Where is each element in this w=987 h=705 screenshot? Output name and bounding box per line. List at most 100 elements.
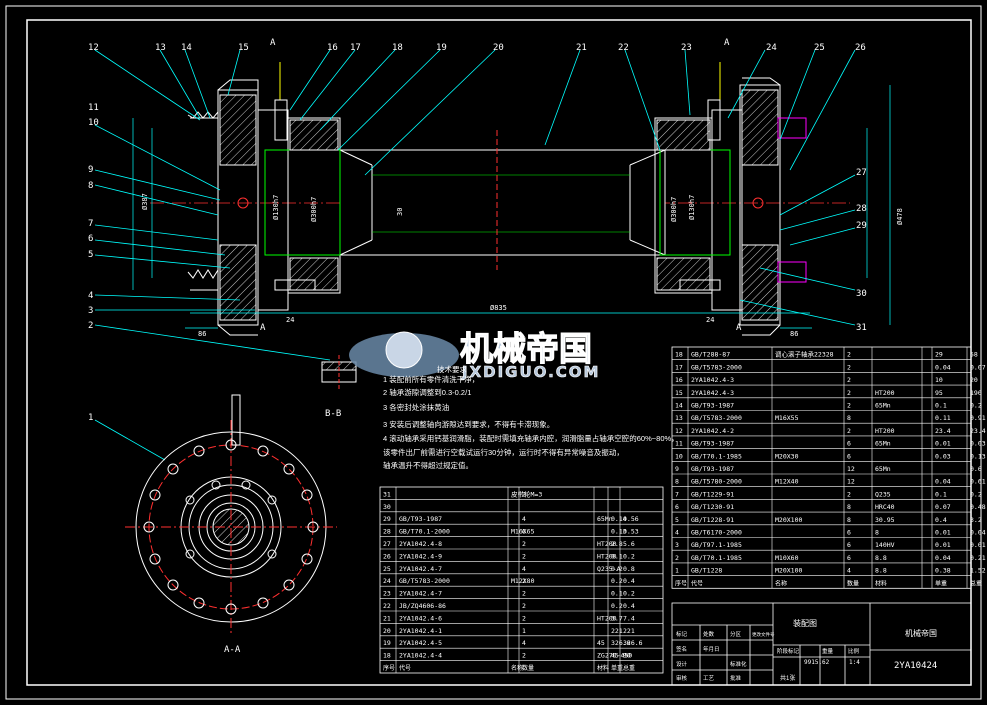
balloon-22: 22 [618, 43, 629, 53]
bom-left-cell: 4 [522, 565, 526, 573]
section-mark-a-bottom-left: A [260, 323, 266, 333]
bom-right-cell: 0.21 [970, 554, 986, 562]
balloon-13: 13 [155, 43, 166, 53]
balloon-24: 24 [766, 43, 777, 53]
bom-right-cell: GB/T1229-91 [691, 490, 734, 498]
title-label-review: 审核 [676, 674, 688, 682]
bom-left-cell: 5.6 [623, 540, 635, 548]
bom-right-cell: 0.04 [935, 554, 951, 562]
bom-right-cell: 12 [675, 427, 683, 435]
balloon-1: 1 [88, 413, 93, 423]
bom-right-cell: 1 [675, 567, 679, 575]
bom-right-cell: 0.38 [935, 567, 951, 575]
bom-left-cell: 2YA1042.4-1 [399, 627, 442, 635]
bom-right-cell: 6 [847, 529, 851, 537]
shaft [339, 130, 666, 270]
bom-left-cell: 326.6 [623, 639, 643, 647]
bom-left-cell: 29 [383, 515, 391, 523]
bom-right-cell: 0.61 [970, 478, 986, 486]
notes-line-2: 2 轴承游隙调整到0.3-0.2/1 [383, 387, 471, 397]
bom-right-cell: 15 [675, 389, 683, 397]
bom-left-cell: 0.56 [623, 515, 639, 523]
bom-right-cell: 8 [847, 516, 851, 524]
bom-left-cell: M16X65 [511, 528, 535, 536]
bom-right-cell: 6 [847, 554, 851, 562]
bom-right-cell: 0.91 [970, 414, 986, 422]
technical-notes: 技术要求 1 装配前所有零件清洗干净， 2 轴承游隙调整到0.3-0.2/1 3… [383, 364, 679, 470]
bom-right-cell: 2YA1042.4-2 [691, 427, 734, 435]
bom-left-cell: 2YA1042.4-8 [399, 540, 442, 548]
balloon-14: 14 [181, 43, 192, 53]
balloon-29: 29 [856, 221, 867, 231]
watermark-url: JXDIGUO.COM [461, 363, 600, 381]
bom-right-cell: 0.07 [935, 503, 951, 511]
bom-left-cell: HT200 [597, 614, 617, 622]
bom-left-cell: M12X80 [511, 577, 535, 585]
balloon-19: 19 [436, 43, 447, 53]
bom-left-cell: 326.6 [611, 639, 631, 647]
bom-right-cell: 2 [847, 402, 851, 410]
title-label-process: 工艺 [703, 675, 715, 682]
bom-right-cell: 9 [675, 465, 679, 473]
section-bb-title: B-B [325, 409, 341, 419]
dim-bearing-right: Ø300h7 [670, 197, 678, 222]
bom-right-cell: 6 [847, 440, 851, 448]
bom-right-cell: 0.1 [935, 490, 947, 498]
bom-right-cell: 3 [675, 541, 679, 549]
bom-right-cell: GB/T93-1987 [691, 440, 734, 448]
bom-right-cell: 0.2 [970, 490, 982, 498]
bom-right-cell: Q235 [875, 490, 891, 498]
bom-left-cell: 2 [522, 602, 526, 610]
title-label-stage: 阶段标记 [777, 647, 800, 655]
bom-right-cell: HRC40 [875, 503, 895, 511]
title-label-signature: 签名 [676, 645, 687, 653]
balloon-26: 26 [855, 43, 866, 53]
dim-left-bore: Ø387 [141, 193, 149, 210]
title-block [671, 602, 972, 686]
bom-left-cell: 0.4 [623, 577, 635, 585]
dimension-lines [132, 85, 891, 329]
notes-line-1: 1 装配前所有零件清洗干净， [383, 374, 479, 384]
balloon-3: 3 [88, 306, 93, 316]
balloon-18: 18 [392, 43, 403, 53]
bom-left-cell: 45 [597, 639, 605, 647]
bom-right-cell: 调心滚子轴承22328 [775, 350, 834, 359]
bom-left-cell: 2 [522, 577, 526, 585]
bom-right-cell: 8 [847, 414, 851, 422]
bom-left-cell: 2YA1042.4-7 [399, 590, 442, 598]
bom-right-cell: 0.48 [970, 503, 986, 511]
balloon-30: 30 [856, 289, 867, 299]
bom-right-header-cell: 总重 [970, 579, 982, 587]
balloon-20: 20 [493, 43, 504, 53]
bom-left-cell: 0.1 [611, 590, 623, 598]
bom-right-cell: 11 [675, 440, 683, 448]
bom-right-cell: GB/T93-1987 [691, 402, 734, 410]
bom-left-cell: 0.2 [611, 602, 623, 610]
left-hub [190, 79, 341, 336]
bom-right-cell: M16X55 [775, 414, 799, 422]
bom-right-cell: 4 [847, 567, 851, 575]
bom-right-cell: 0.11 [935, 414, 951, 422]
bom-right-cell: 190 [970, 389, 982, 397]
title-label-zone: 分区 [730, 630, 742, 638]
balloon-23: 23 [681, 43, 692, 53]
bom-right-cell: 0.01 [970, 541, 986, 549]
bom-right-cell: 95 [935, 389, 943, 397]
dim-bearing-left: Ø300h7 [310, 197, 318, 222]
dim-overall-length: Ø835 [490, 304, 507, 312]
bom-left-cell: 24 [383, 577, 391, 585]
bom-right-cell: GB/T6170-2000 [691, 529, 742, 537]
balloon-31: 31 [856, 323, 867, 333]
bom-right-cell: GB/T93-1987 [691, 465, 734, 473]
bom-left-cell: 2YA1042.4-6 [399, 614, 442, 622]
dim-inner-right: Ø130h7 [688, 195, 696, 220]
dim-small-left: 86 [198, 330, 206, 338]
bom-right-cell: 12 [847, 478, 855, 486]
bom-right-cell: 65Mn [875, 402, 891, 410]
bom-right-cell: 6 [847, 541, 851, 549]
bom-left-cell: 2 [522, 652, 526, 660]
section-mark-a-bottom-right: A [736, 323, 742, 333]
bom-left-cell: 21 [383, 614, 391, 622]
bom-left-cell: 18 [383, 652, 391, 660]
